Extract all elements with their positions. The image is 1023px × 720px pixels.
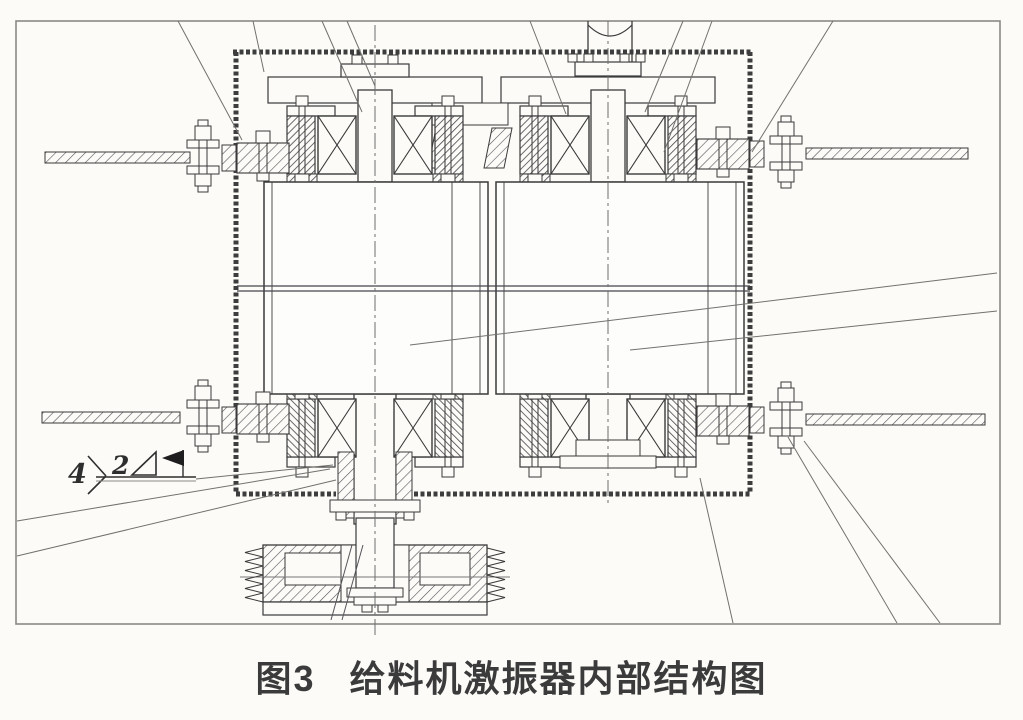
leaf-spring-right-bottom: [749, 381, 986, 455]
exciter-housing: [233, 49, 753, 497]
belt-grooves-left: [244, 547, 264, 603]
figure-border: [15, 20, 1001, 625]
fillet-weld-symbol-icon: [130, 450, 157, 476]
belt-grooves-right: [486, 547, 506, 603]
weld-prefix-number: 4: [68, 459, 87, 490]
callout-leader-lines: [16, 20, 998, 624]
leaf-spring-right-top: [749, 115, 969, 189]
figure-title: 给料机激振器内部结构图: [349, 658, 768, 699]
field-weld-flag-icon: [162, 450, 184, 466]
shaft-center-lines: [374, 21, 609, 635]
weld-symbol-annotation: 4 2: [68, 450, 196, 495]
leaf-spring-left-bottom: [41, 379, 237, 453]
leaf-spring-left-top: [44, 119, 237, 193]
eccentric-cylinders: [263, 181, 745, 395]
figure-label: 图3: [255, 658, 316, 699]
weld-size-number: 2: [111, 451, 129, 480]
exciter-cross-section-drawing: 4 2: [15, 20, 1001, 635]
middle-tie-rod: [237, 285, 750, 292]
figure-caption: 图3 给料机激振器内部结构图: [0, 650, 1023, 706]
